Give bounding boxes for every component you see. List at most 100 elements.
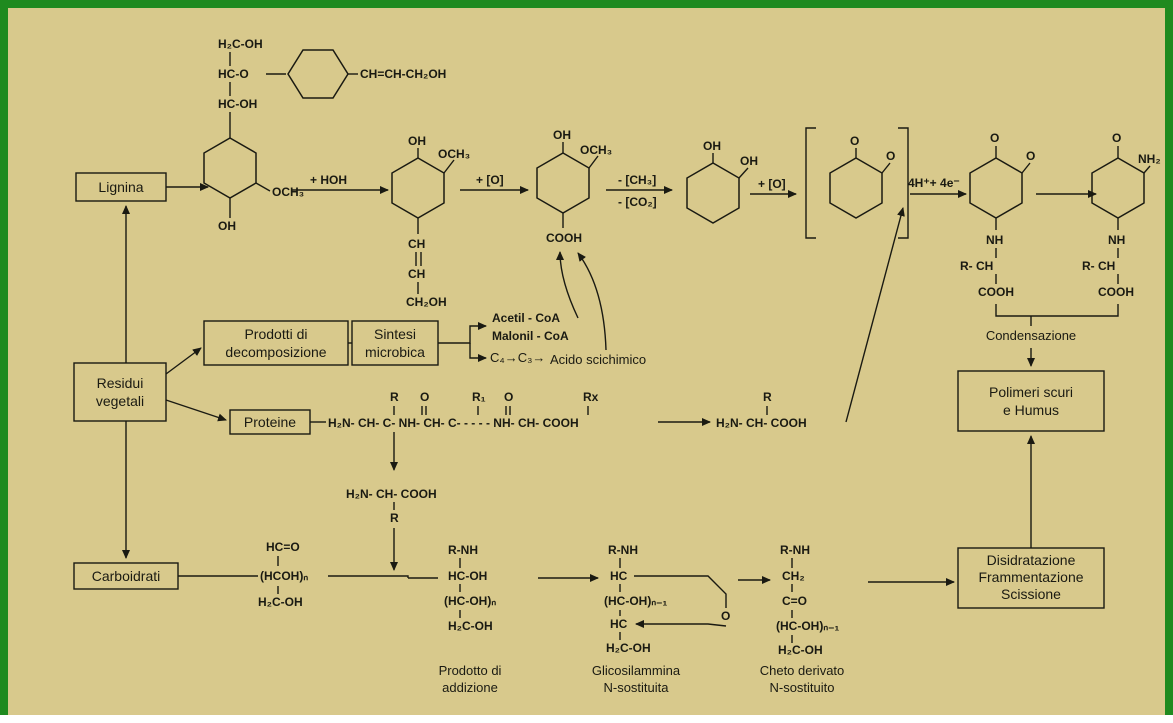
box-lignina-label: Lignina <box>98 179 143 195</box>
m2-oh: OH <box>408 134 426 148</box>
s2-a: R-NH <box>448 543 478 557</box>
sugar-1: HC=O (HCOH)ₙ H₂C-OH <box>258 540 308 609</box>
molecule-4: OH OH <box>686 139 758 224</box>
box-carboidrati-label: Carboidrati <box>92 568 160 584</box>
qa1-o-1: O <box>990 131 999 145</box>
m4-oh-1: OH <box>703 139 721 153</box>
s3-a: R-NH <box>608 543 638 557</box>
label-glicosil-1: Glicosilammina <box>592 663 681 678</box>
box-prodotti-label-1: Prodotti di <box>244 326 307 342</box>
s1-a: HC=O <box>266 540 300 554</box>
s3-ring-o: O <box>721 609 730 623</box>
sugar-2-prodotto-addizione: R-NH HC-OH (HC-OH)ₙ H₂C-OH Prodotto di a… <box>439 543 502 695</box>
quinone-amino-2: O NH₂ NH R- CH COOH <box>1082 131 1161 299</box>
microbial-synthesis-branch: Acetil - CoA Malonil - CoA C₄→C₃→ Acido … <box>438 251 646 367</box>
box-prodotti-decomposizione: Prodotti di decomposizione <box>203 320 349 366</box>
protein-o-2: O <box>504 390 513 404</box>
label-condensazione: Condensazione <box>986 328 1076 343</box>
quinone-bracketed: O O <box>805 127 909 239</box>
lignin-l1: H₂C-OH <box>218 37 263 51</box>
qa2-nh2: NH₂ <box>1138 152 1161 166</box>
flow-arrows <box>122 183 1035 586</box>
label-prodotto-2: addizione <box>442 680 498 695</box>
s3-b: HC <box>610 569 628 583</box>
lignin-l2: HC-O <box>218 67 249 81</box>
m3-oh: OH <box>553 128 571 142</box>
s3-e: H₂C-OH <box>606 641 651 655</box>
box-sintesi-label-1: Sintesi <box>374 326 416 342</box>
protein-rx: Rx <box>583 390 599 404</box>
box-prodotti-label-2: decomposizione <box>225 344 326 360</box>
box-sintesi-microbica: Sintesi microbica <box>351 320 439 366</box>
s3-d: HC <box>610 617 628 631</box>
qa1-o-2: O <box>1026 149 1035 163</box>
reagent-co2: - [CO₂] <box>618 195 657 209</box>
s1-c: H₂C-OH <box>258 595 303 609</box>
sugar-4-cheto-derivato: R-NH CH₂ C=O (HC-OH)ₙ₋₁ H₂C-OH Cheto der… <box>760 543 845 695</box>
box-residui-label-2: vegetali <box>96 393 144 409</box>
qa2-cooh: COOH <box>1098 285 1134 299</box>
protein-r1: R₁ <box>472 390 486 404</box>
lignin-side-chain: CH=CH-CH₂OH <box>360 67 446 81</box>
amino-acid: H₂N- CH- COOH <box>716 416 807 430</box>
box-residui-label-1: Residui <box>97 375 144 391</box>
s4-b: CH₂ <box>782 569 805 583</box>
reagent-hoh: + HOH <box>310 173 347 187</box>
s4-d: (HC-OH)ₙ₋₁ <box>776 619 839 633</box>
lignin-och3: OCH₃ <box>272 185 304 199</box>
box-polimeri-label-2: e Humus <box>1003 402 1059 418</box>
box-sintesi-label-2: microbica <box>365 344 425 360</box>
q-o-1: O <box>850 134 859 148</box>
s2-d: H₂C-OH <box>448 619 493 633</box>
label-glicosil-2: N-sostituita <box>603 680 669 695</box>
humification-diagram: Lignina Residui vegetali Prodotti di dec… <box>73 37 1161 695</box>
m2-ch2oh: CH₂OH <box>406 295 447 309</box>
reagent-4h-4e: 4H⁺+ 4e⁻ <box>908 176 960 190</box>
s1-b: (HCOH)ₙ <box>260 569 308 583</box>
label-cheto-1: Cheto derivato <box>760 663 845 678</box>
s2-b: HC-OH <box>448 569 487 583</box>
lignin-oh: OH <box>218 219 236 233</box>
amino-acid-r: R <box>763 390 772 404</box>
q-o-2: O <box>886 149 895 163</box>
branch-amino: H₂N- CH- COOH <box>346 487 437 501</box>
sugar-3-glicosilammina: R-NH HC (HC-OH)ₙ₋₁ HC H₂C-OH O Glicosila… <box>592 543 730 695</box>
s4-c: C=O <box>782 594 807 608</box>
box-disidratazione: Disidratazione Frammentazione Scissione <box>957 547 1105 609</box>
box-lignina: Lignina <box>75 172 167 202</box>
reagent-o-1: + [O] <box>476 173 504 187</box>
branch-amino-r: R <box>390 511 399 525</box>
label-cheto-2: N-sostituito <box>769 680 834 695</box>
box-proteine-label: Proteine <box>244 414 296 430</box>
s4-e: H₂C-OH <box>778 643 823 657</box>
box-carboidrati: Carboidrati <box>73 562 179 590</box>
box-polimeri-humus: Polimeri scuri e Humus <box>957 370 1105 432</box>
qa2-nh: NH <box>1108 233 1125 247</box>
protein-r: R <box>390 390 399 404</box>
reagent-ch3: - [CH₃] <box>618 173 656 187</box>
s3-c: (HC-OH)ₙ₋₁ <box>604 594 667 608</box>
label-c4-c3: C₄→C₃→ <box>490 350 545 365</box>
box-disid-label-3: Scissione <box>1001 586 1061 602</box>
label-malonil-coa: Malonil - CoA <box>492 329 569 343</box>
m3-och3: OCH₃ <box>580 143 612 157</box>
qa2-rch: R- CH <box>1082 259 1115 273</box>
m4-oh-2: OH <box>740 154 758 168</box>
molecule-3: OH OCH₃ COOH <box>536 128 612 245</box>
box-disid-label-2: Frammentazione <box>978 569 1083 585</box>
qa1-nh: NH <box>986 233 1003 247</box>
qa1-cooh: COOH <box>978 285 1014 299</box>
molecule-2: OH OCH₃ CH CH CH₂OH <box>391 134 470 309</box>
label-acetil-coa: Acetil - CoA <box>492 311 560 325</box>
m2-och3: OCH₃ <box>438 147 470 161</box>
s4-a: R-NH <box>780 543 810 557</box>
lignin-l3: HC-OH <box>218 97 257 111</box>
label-acido-scichimico: Acido scichimico <box>550 352 646 367</box>
label-prodotto-1: Prodotto di <box>439 663 502 678</box>
lignin-structure: H₂C-OH HC-O CH=CH-CH₂OH HC-OH OCH₃ OH <box>203 37 446 233</box>
quinone-amino-1: O O NH R- CH COOH <box>960 131 1035 299</box>
box-disid-label-1: Disidratazione <box>987 552 1076 568</box>
protein-o-1: O <box>420 390 429 404</box>
protein-chain: H₂N- CH- C- NH- CH- C- - - - - NH- CH- C… <box>328 207 905 571</box>
